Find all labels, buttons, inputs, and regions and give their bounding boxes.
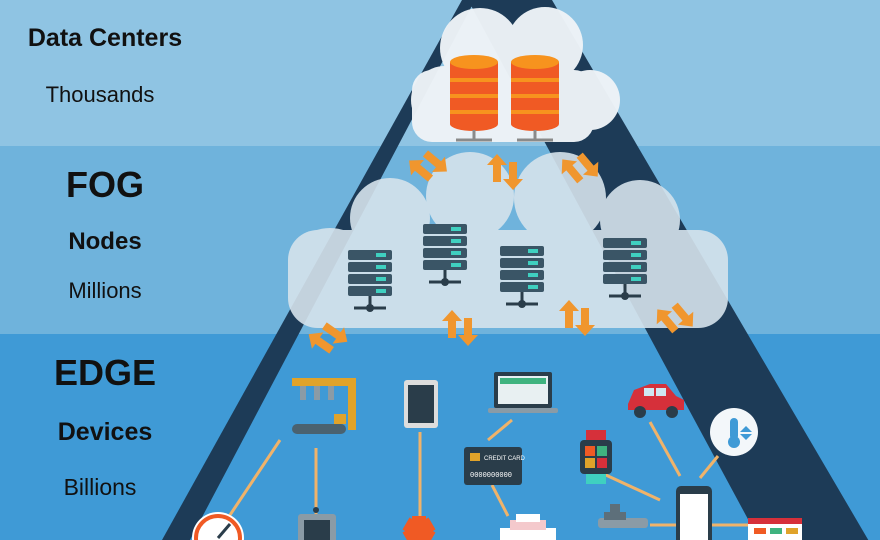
tablet-icon [404,380,438,428]
device-connections [226,418,748,527]
smartphone-icon [676,486,712,540]
speed-gauge-icon [192,512,244,540]
database-icon [509,53,561,142]
machine-monitor-icon [298,507,336,540]
credit-card-title: CREDIT CARD [484,456,526,462]
data-centers-title: Data Centers [27,24,183,52]
data-centers-scale: Thousands [45,82,155,107]
edge-subtitle: Devices [57,418,153,446]
credit-card-icon: CREDIT CARD 0000000000 [464,447,526,485]
laptop-icon [488,372,558,413]
fog-title: FOG [66,164,144,205]
edge-title: EDGE [53,352,157,393]
dashboard-screen-icon [748,518,802,540]
credit-card-number: 0000000000 [470,472,512,480]
cash-register-icon [500,514,556,540]
factory-robot-icon [292,378,356,434]
fog-subtitle: Nodes [68,228,142,255]
database-icon [448,53,500,142]
medical-icon [402,516,436,540]
car-icon [628,384,684,418]
edge-scale: Billions [63,474,137,500]
fog-cloud [288,152,728,328]
fog-scale: Millions [68,278,142,303]
smartwatch-icon [580,430,612,484]
water-faucet-icon [598,504,648,528]
thermostat-icon [710,408,758,456]
